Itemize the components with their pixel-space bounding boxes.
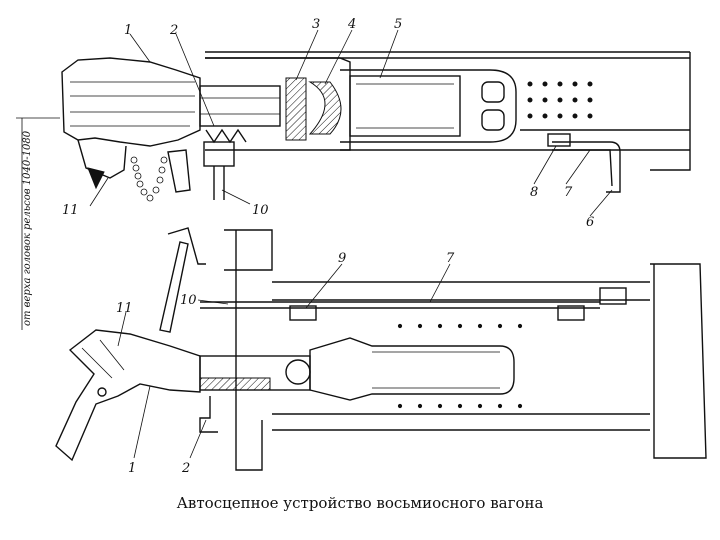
yoke-pin [285, 359, 311, 385]
uncoupling-rod-plan [200, 301, 600, 309]
callout-2-top: 2 [169, 23, 178, 38]
callout-11-top: 11 [62, 203, 79, 218]
front-stop [308, 81, 342, 135]
callout-7-bottom: 7 [446, 251, 455, 266]
callout-10-bottom: 10 [180, 293, 197, 308]
coupler-head-plan [55, 329, 201, 462]
leader-lines-bottom [117, 263, 451, 459]
rail-height-label: от верха головок рельсов 1040-1080 [22, 130, 33, 326]
callout-4-top: 4 [347, 17, 356, 32]
yoke-plan [309, 337, 515, 401]
callout-10-top: 10 [252, 203, 269, 218]
leader-lines-top [89, 29, 613, 217]
rivets-bottom [397, 323, 523, 409]
rod-holder-left [289, 305, 317, 321]
callout-1-bottom: 1 [128, 461, 136, 476]
callout-3-top: 3 [312, 17, 320, 32]
figure-caption: Автосцепное устройство восьмиосного ваго… [176, 494, 544, 512]
side-view [16, 29, 691, 330]
uncoupling-chain [130, 156, 168, 202]
plan-view [55, 227, 707, 471]
rod-holder-right [557, 305, 585, 321]
callout-11-bottom: 11 [116, 301, 133, 316]
yoke [340, 69, 517, 143]
callout-2-bottom: 2 [181, 461, 190, 476]
callout-8-top: 8 [530, 185, 538, 200]
callout-5-top: 5 [394, 17, 402, 32]
absorbing-apparatus [349, 75, 461, 137]
callout-7-top: 7 [564, 185, 573, 200]
callout-1-top: 1 [124, 23, 132, 38]
coupler-shank [199, 85, 281, 127]
callout-9-bottom: 9 [338, 251, 346, 266]
coupler-head [61, 57, 201, 147]
callout-6-top: 6 [586, 215, 594, 230]
rivets-top [527, 81, 593, 119]
draft-key [285, 77, 307, 141]
rod-bracket [547, 133, 571, 147]
uncoupling-rod [552, 141, 621, 193]
uncoupling-lever [167, 227, 206, 265]
centering-spring [205, 128, 247, 144]
